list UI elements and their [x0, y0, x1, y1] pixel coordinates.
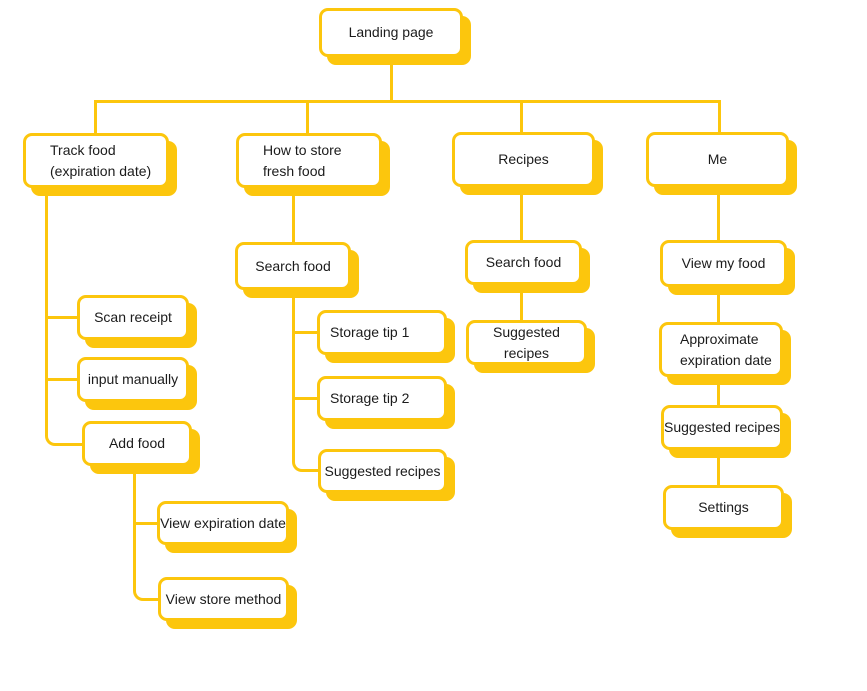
connector-trunk-add-food: [133, 466, 158, 601]
connector-bus: [94, 100, 721, 103]
node-recipes: Recipes: [452, 132, 595, 187]
connector-trunk-search-food: [292, 290, 318, 472]
connector-search-to-suggested: [520, 285, 523, 320]
node-add-food: Add food: [82, 421, 192, 466]
connector-drop-me: [718, 100, 721, 133]
connector-me-to-view-my-food: [717, 186, 720, 240]
connector-approx-to-suggested: [717, 376, 720, 405]
connector-landing-drop: [390, 55, 393, 101]
connector-drop-track-food: [94, 100, 97, 134]
connector-view-my-food-to-approx: [717, 286, 720, 322]
node-scan-receipt: Scan receipt: [77, 295, 189, 340]
node-suggested-recipes-me: Suggested recipes: [661, 405, 783, 450]
node-approximate-expiration-date: Approximate expiration date: [659, 322, 783, 377]
node-view-my-food: View my food: [660, 240, 787, 287]
node-storage-tip-2: Storage tip 2: [317, 376, 447, 421]
node-track-food: Track food (expiration date): [23, 133, 169, 188]
node-search-food-recipes: Search food: [465, 240, 582, 285]
connector-branch-view-expiration-date: [133, 522, 157, 525]
node-landing-page: Landing page: [319, 8, 463, 57]
node-suggested-recipes-recipes: Suggested recipes: [466, 320, 587, 365]
connector-branch-storage-tip-2: [292, 397, 317, 400]
node-view-store-method: View store method: [158, 577, 289, 621]
node-settings: Settings: [663, 485, 784, 530]
node-me: Me: [646, 132, 789, 187]
connector-suggested-to-settings: [717, 449, 720, 485]
connector-drop-recipes: [520, 100, 523, 133]
node-view-expiration-date: View expiration date: [157, 501, 289, 545]
connector-branch-scan-receipt: [45, 316, 77, 319]
node-how-to-store: How to store fresh food: [236, 133, 382, 188]
node-suggested-recipes-store: Suggested recipes: [318, 449, 447, 493]
connector-store-to-search: [292, 186, 295, 242]
connector-branch-storage-tip-1: [292, 331, 317, 334]
node-input-manually: input manually: [77, 357, 189, 402]
connector-branch-input-manually: [45, 378, 77, 381]
connector-drop-how-to-store: [306, 100, 309, 134]
connector-recipes-to-search: [520, 186, 523, 240]
node-search-food-store: Search food: [235, 242, 351, 290]
node-storage-tip-1: Storage tip 1: [317, 310, 447, 355]
